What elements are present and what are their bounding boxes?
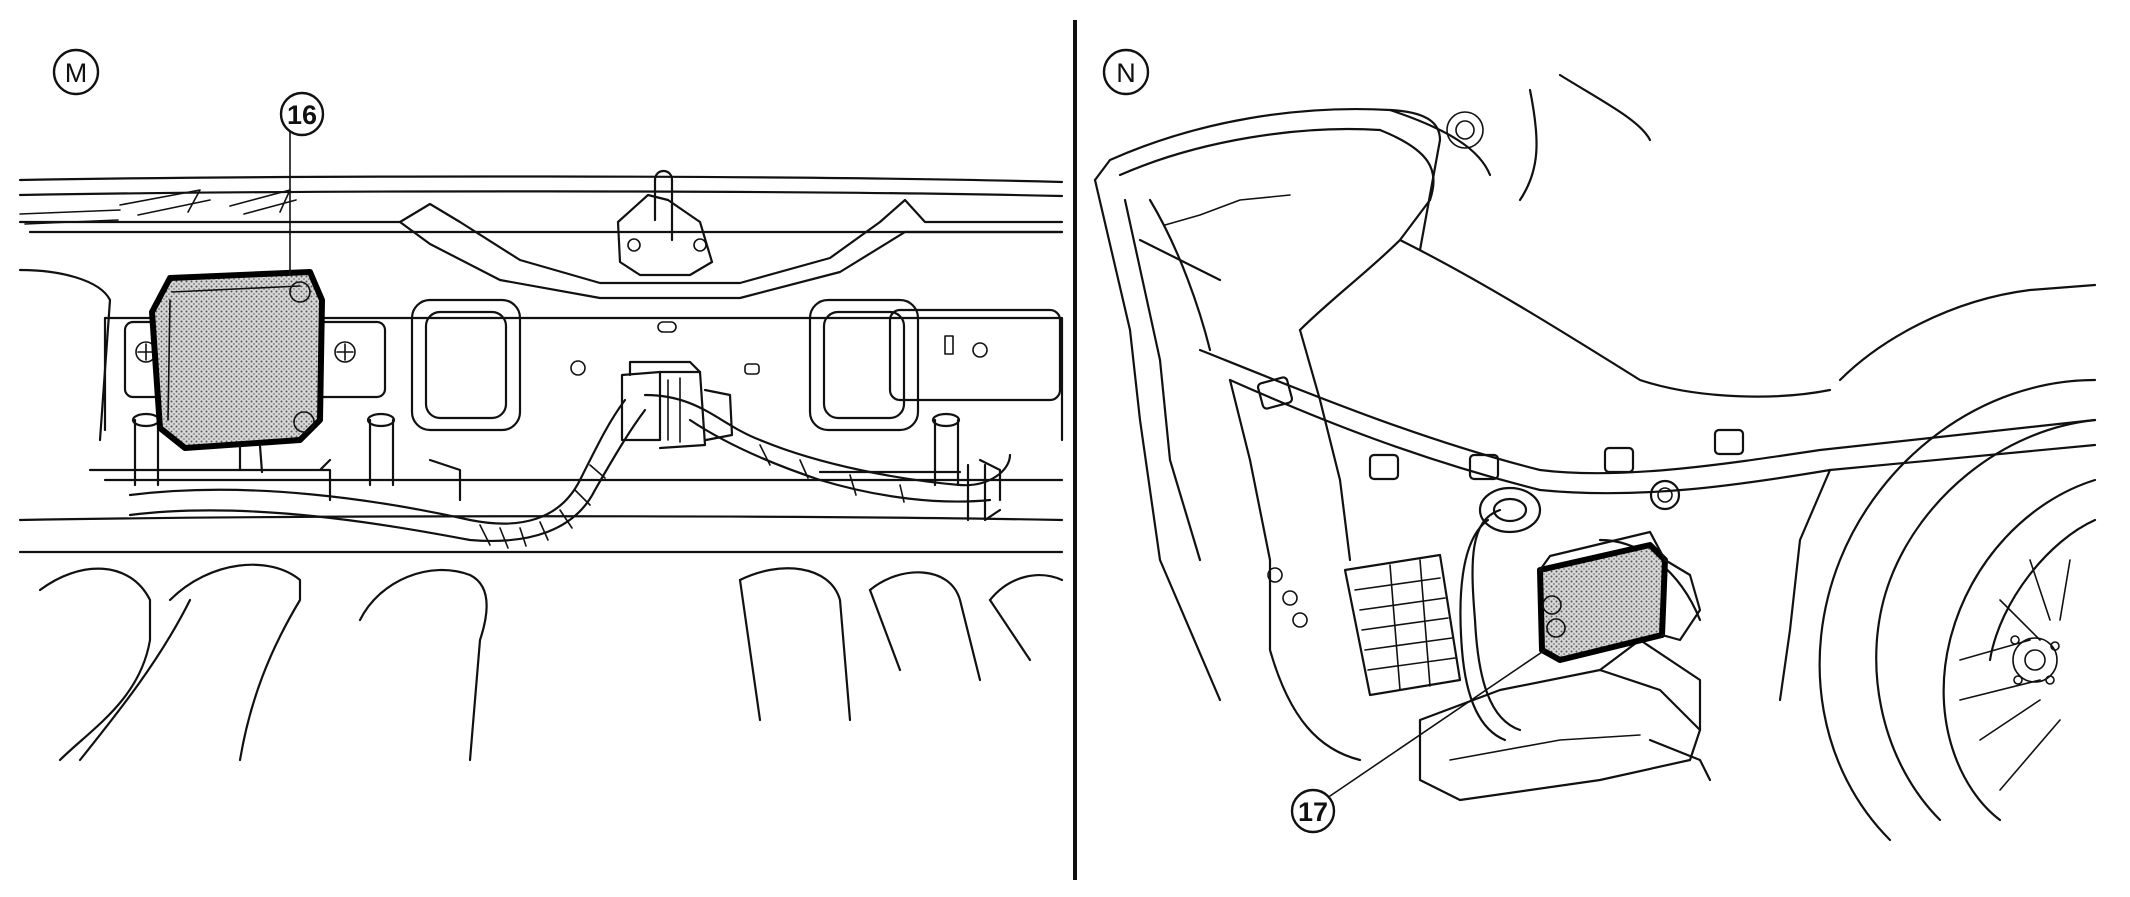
panel-m [18, 169, 1064, 762]
panel-n [1093, 73, 2097, 842]
module-part-17 [1537, 530, 1702, 663]
callout-part-16: 16 [279, 91, 325, 276]
callout-16-text: 16 [287, 100, 317, 130]
panel-label-m: M [52, 48, 100, 96]
panel-label-n: N [1102, 48, 1150, 96]
panel-label-n-text: N [1116, 58, 1136, 88]
panel-label-m-text: M [65, 58, 88, 88]
module-part-16 [149, 269, 325, 474]
callout-part-17: 17 [1290, 649, 1546, 834]
callout-17-text: 17 [1298, 797, 1328, 827]
